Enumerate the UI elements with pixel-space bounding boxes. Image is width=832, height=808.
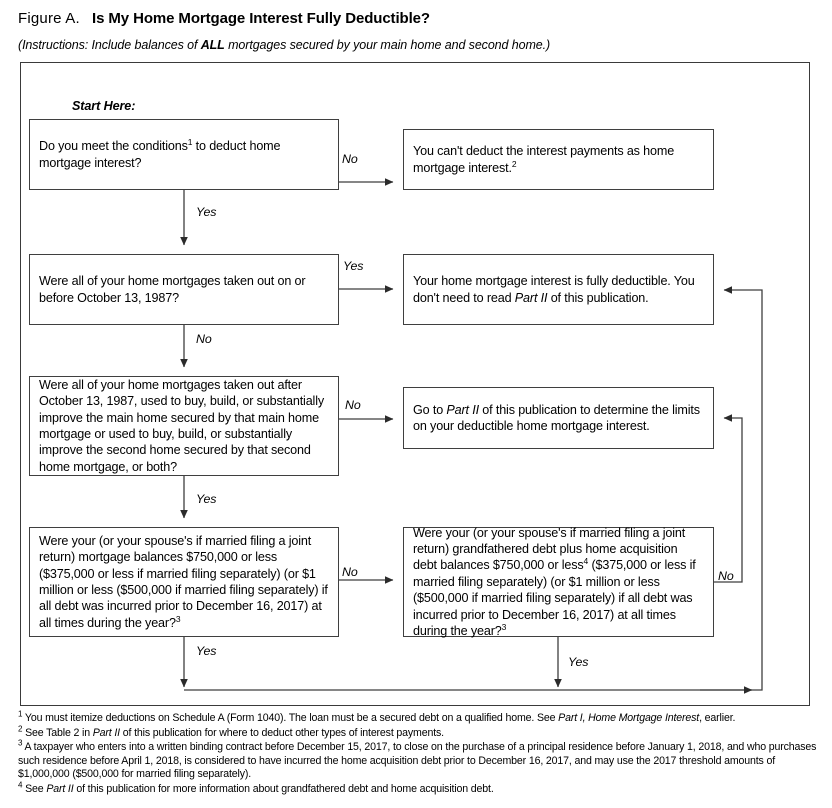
box-start-question[interactable]: Do you meet the conditions1 to deduct ho… [29,119,339,190]
box-question-grandfathered-text-a: Were your (or your spouse's if married f… [413,525,686,573]
box-start-text-b: to deduct home mortgage interest? [39,139,281,170]
box-go-to-part-ii-text-a: Go to [413,402,447,417]
box-question-grandfathered-debt[interactable]: Were your (or your spouse's if married f… [403,525,714,639]
box-go-to-part-ii-part-ref: Part II [446,402,479,417]
footnote-italic-ref: Part II [92,726,120,739]
footnote-text: You must itemize deductions on Schedule … [22,712,559,724]
box-start-text-a: Do you meet the conditions [39,139,188,154]
footnotes: 1 You must itemize deductions on Schedul… [18,709,818,798]
footnote-text: See [22,782,47,795]
box-question-before-1987-text: Were all of your home mortgages taken ou… [39,274,306,305]
edge-label-yes-2: Yes [343,259,364,273]
box-go-to-part-ii-text-b: of this publication to determine the lim… [413,402,700,433]
edge-label-yes-5: Yes [568,655,589,669]
box-question-after-1987[interactable]: Were all of your home mortgages taken ou… [29,376,339,476]
edge-label-yes-1: Yes [196,205,217,219]
box-cannot-deduct-footnote-ref: 2 [511,158,517,169]
box-cannot-deduct-text: You can't deduct the interest payments a… [413,144,675,175]
footnote-italic-ref: Part II [46,782,74,795]
box-question-mortgage-balances-footnote-ref: 3 [175,613,181,624]
box-question-before-1987[interactable]: Were all of your home mortgages taken ou… [29,254,339,325]
box-start-footnote-ref: 1 [187,136,193,147]
edge-label-no-3: No [345,398,361,412]
footnote-item: 2 See Table 2 in Part II of this publica… [18,724,818,741]
edge-label-yes-3: Yes [196,492,217,506]
edge-label-no-2: No [196,332,212,346]
box-question-mortgage-balances-text: Were your (or your spouse's if married f… [39,533,328,630]
start-here-label: Start Here: [72,99,136,113]
box-fully-deductible-text-a: Your home mortgage interest is fully ded… [413,274,695,305]
edge-label-no-4: No [342,565,358,579]
instructions-prefix: (Instructions: Include balances of [18,38,201,52]
edge-label-no-5: No [718,569,734,583]
box-question-grandfathered-text-b: ($375,000 or less if married filing sepa… [413,558,696,639]
footnote-text: See Table 2 in [22,726,93,739]
footnote-marker: 3 [18,738,23,748]
footnote-item: 3 A taxpayer who enters into a written b… [18,738,818,782]
footnote-italic-ref: Part I, Home Mortgage Interest [558,712,700,724]
box-fully-deductible-text-b: of this publication. [547,290,649,305]
footnote-item: 4 See Part II of this publication for mo… [18,780,818,797]
footnote-text: A taxpayer who enters into a written bin… [18,741,817,781]
instructions-suffix: mortgages secured by your main home and … [224,38,551,52]
page-title: Is My Home Mortgage Interest Fully Deduc… [92,10,430,27]
box-go-to-part-ii[interactable]: Go to Part II of this publication to det… [403,387,714,449]
footnote-item: 1 You must itemize deductions on Schedul… [18,709,818,726]
box-question-grandfathered-footnote-ref-b: 3 [501,621,507,632]
edge-label-yes-4: Yes [196,644,217,658]
footnote-text: of this publication for more information… [73,782,494,795]
box-fully-deductible[interactable]: Your home mortgage interest is fully ded… [403,254,714,325]
footnote-text: , earlier. [699,712,736,724]
box-question-grandfathered-footnote-ref-a: 4 [583,556,589,567]
box-cannot-deduct[interactable]: You can't deduct the interest payments a… [403,129,714,190]
figure-label: Figure A. [18,10,80,27]
footnote-marker: 4 [18,780,23,790]
box-question-mortgage-balances[interactable]: Were your (or your spouse's if married f… [29,527,339,637]
footnote-marker: 2 [18,724,23,734]
edge-label-no-1: No [342,152,358,166]
figure-instructions: (Instructions: Include balances of ALL m… [18,38,550,52]
footnote-text: of this publication for where to deduct … [119,726,444,739]
box-fully-deductible-part-ref: Part II [514,290,548,305]
box-question-after-1987-text: Were all of your home mortgages taken ou… [39,377,324,474]
footnote-marker: 1 [18,709,23,719]
instructions-emphasis: ALL [200,38,225,52]
